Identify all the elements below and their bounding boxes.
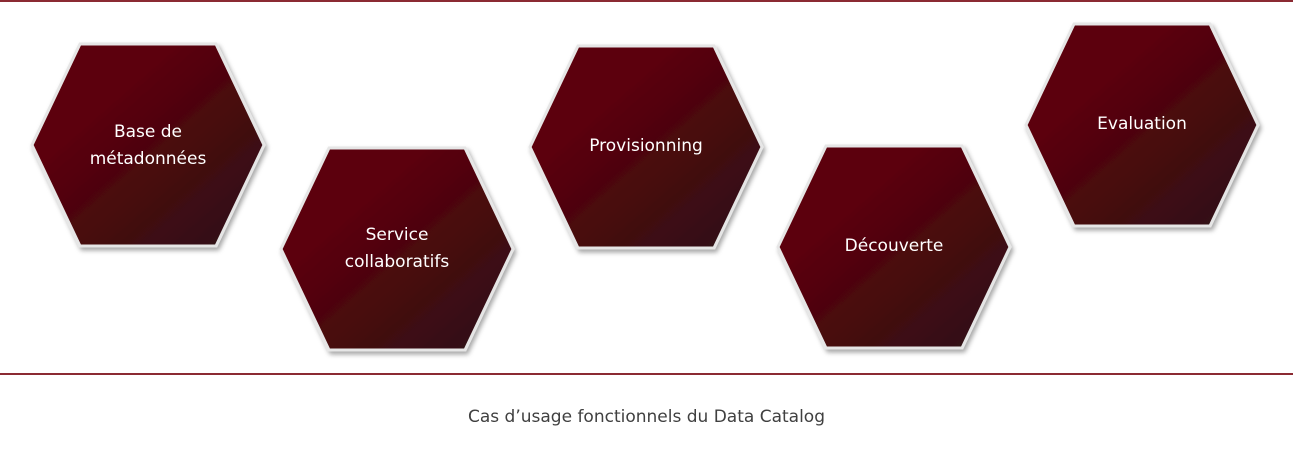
hexagon-label: Evaluation — [1097, 114, 1187, 134]
figure-caption: Cas d’usage fonctionnels du Data Catalog — [468, 407, 825, 427]
bottom-rule — [0, 373, 1293, 375]
hexagon-service-collaboratifs: Service collaboratifs — [279, 146, 515, 352]
hexagon-decouverte: Découverte — [776, 144, 1012, 350]
hexagon-provisionning: Provisionning — [528, 44, 764, 250]
hexagon-label: Découverte — [844, 236, 944, 256]
hexagon-evaluation: Evaluation — [1024, 22, 1260, 228]
hexagon-label: Base de métadonnées — [89, 122, 207, 169]
top-rule — [0, 0, 1293, 2]
hexagon-base-de-metadonnees: Base de métadonnées — [30, 42, 266, 248]
hexagon-label: Provisionning — [589, 136, 703, 156]
use-case-diagram: Base de métadonnées Service collaboratif… — [0, 0, 1293, 372]
hexagon-label: Service collaboratifs — [344, 225, 450, 272]
